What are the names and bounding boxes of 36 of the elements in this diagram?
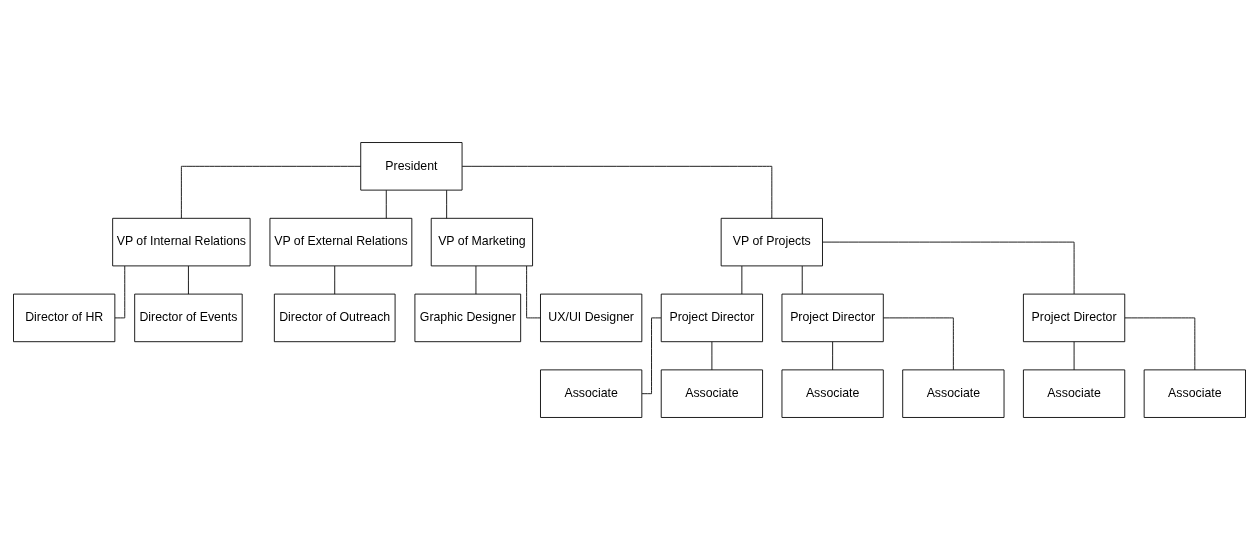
connector [801,265,803,294]
node-box: Project Director [781,293,884,342]
connector [1073,340,1075,370]
node-box: Associate [1022,368,1126,418]
connector [475,265,477,294]
connector [446,189,448,219]
node-box: UX/UI Designer [540,293,643,342]
node-box: Director of HR [13,293,116,342]
node-box: Project Director [660,293,763,342]
node-box: Associate [902,368,1005,418]
node-box: VP of Marketing [430,217,533,266]
connector [180,165,362,219]
connector [1124,316,1196,370]
connector [334,265,336,294]
node-box: President [360,141,463,191]
connector [385,189,387,219]
connector [641,316,662,394]
connector [188,265,189,294]
node-box: Associate [660,368,763,418]
node-box: VP of External Relations [269,217,413,266]
node-box: Associate [781,368,884,418]
connector [114,265,126,318]
connector [711,340,713,370]
connector [822,241,1075,294]
node-box: Project Director [1022,293,1126,342]
node-box: Graphic Designer [414,293,522,342]
connector [832,340,834,370]
node-box: Associate [540,368,643,418]
node-box: Associate [1143,368,1246,418]
connector [883,316,954,370]
connector [461,165,773,219]
node-box: Director of Outreach [273,293,396,342]
connector [741,265,743,294]
node-box: VP of Internal Relations [112,217,251,266]
node-box: VP of Projects [720,217,823,266]
node-box: Director of Events [134,293,243,342]
